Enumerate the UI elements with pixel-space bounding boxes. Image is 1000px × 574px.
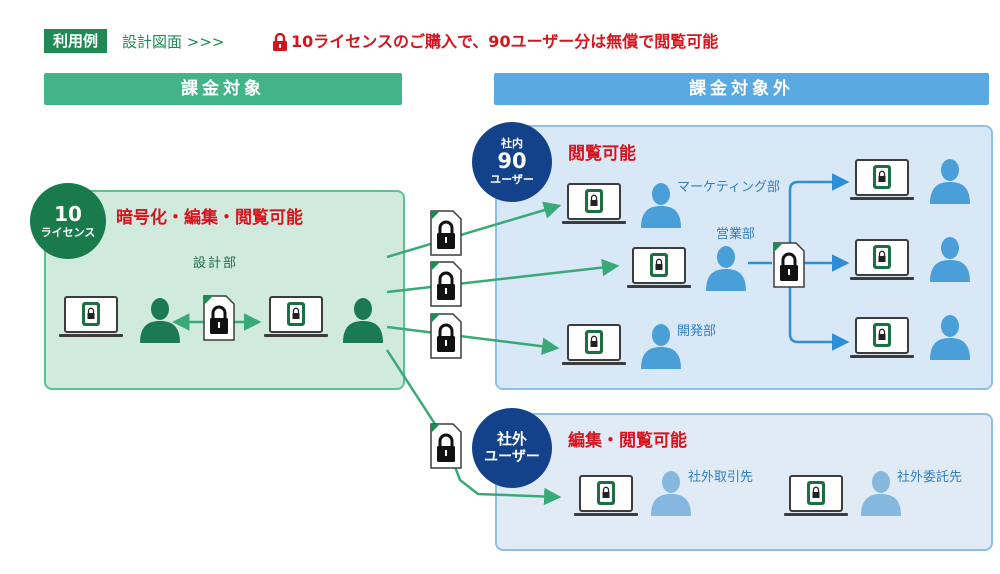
locked-document-icon bbox=[429, 422, 463, 470]
external-badge-line2: ユーザー bbox=[484, 449, 540, 466]
partner-contractor: 社外委託先 bbox=[897, 470, 963, 485]
locked-document-icon bbox=[429, 209, 463, 257]
user-icon bbox=[641, 183, 681, 228]
laptop-icon bbox=[263, 296, 329, 338]
user-icon bbox=[706, 246, 746, 291]
internal-users-badge: 社内 90 ユーザー bbox=[472, 122, 552, 202]
lock-icon bbox=[273, 32, 287, 51]
user-icon bbox=[343, 298, 383, 343]
share-arrows bbox=[385, 201, 620, 506]
user-icon bbox=[930, 237, 970, 282]
license-count: 10 bbox=[54, 201, 82, 226]
internal-badge-line3: ユーザー bbox=[490, 172, 534, 186]
locked-document-icon bbox=[429, 260, 463, 308]
laptop-icon bbox=[849, 317, 915, 359]
partner-business: 社外取引先 bbox=[688, 470, 754, 485]
license-permission: 暗号化・編集・閲覧可能 bbox=[116, 208, 303, 228]
user-icon bbox=[641, 324, 681, 369]
department-sales: 営業部 bbox=[716, 227, 756, 242]
design-department-label: 設計部 bbox=[193, 256, 239, 271]
locked-document-icon bbox=[772, 241, 806, 289]
external-badge-line1: 社外 bbox=[496, 429, 527, 448]
locked-document-icon bbox=[202, 294, 236, 342]
external-permission: 編集・閲覧可能 bbox=[568, 431, 687, 451]
user-icon bbox=[861, 471, 901, 516]
user-icon bbox=[140, 298, 180, 343]
laptop-icon bbox=[849, 239, 915, 281]
user-icon bbox=[930, 315, 970, 360]
department-marketing: マーケティング部 bbox=[677, 180, 780, 195]
not-billed-section-bar: 課金対象外 bbox=[494, 73, 989, 105]
external-users-panel bbox=[495, 413, 993, 551]
internal-permission: 閲覧可能 bbox=[568, 144, 636, 164]
headline-text: 10ライセンスのご購入で、90ユーザー分は無償で閲覧可能 bbox=[291, 32, 719, 51]
laptop-icon bbox=[561, 183, 627, 225]
laptop-icon bbox=[573, 475, 639, 517]
laptop-icon bbox=[561, 324, 627, 366]
department-development: 開発部 bbox=[677, 324, 717, 339]
sales-distribution-arrows bbox=[748, 173, 850, 351]
user-icon bbox=[651, 471, 691, 516]
laptop-icon bbox=[58, 296, 124, 338]
external-users-badge: 社外 ユーザー bbox=[472, 408, 552, 488]
laptop-icon bbox=[849, 159, 915, 201]
internal-badge-line1: 社内 bbox=[501, 137, 523, 151]
laptop-icon bbox=[783, 475, 849, 517]
user-icon bbox=[930, 159, 970, 204]
license-count-badge: 10 ライセンス bbox=[30, 183, 106, 259]
billed-section-bar: 課金対象 bbox=[44, 73, 402, 105]
locked-document-icon bbox=[429, 312, 463, 360]
internal-badge-line2: 90 bbox=[497, 149, 527, 174]
headline: 10ライセンスのご購入で、90ユーザー分は無償で閲覧可能 bbox=[272, 30, 718, 54]
license-unit: ライセンス bbox=[40, 225, 96, 239]
subject-text: 設計図面 >>> bbox=[122, 33, 225, 51]
laptop-icon bbox=[626, 247, 692, 289]
example-badge: 利用例 bbox=[44, 29, 108, 53]
